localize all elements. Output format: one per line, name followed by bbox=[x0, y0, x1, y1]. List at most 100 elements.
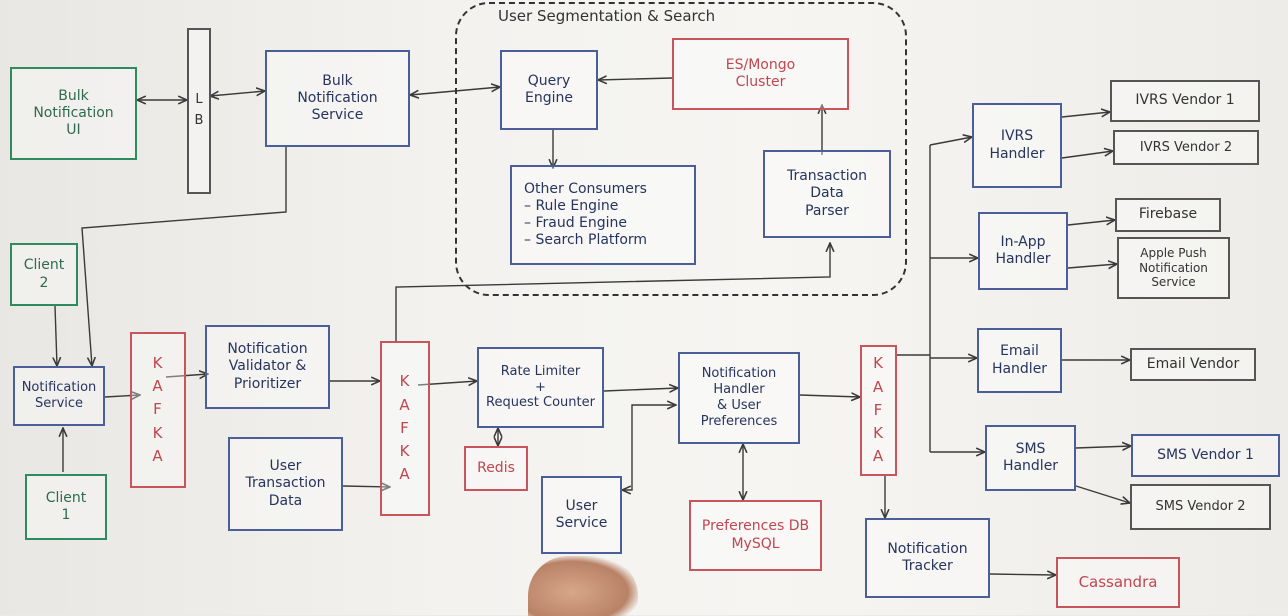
node-label-line: User bbox=[269, 458, 302, 475]
node-label-line: A bbox=[872, 447, 885, 466]
node-label-line: Rate Limiter bbox=[500, 363, 581, 379]
node-label-line: & User bbox=[717, 398, 761, 413]
edge-kafka1-validator bbox=[165, 374, 208, 377]
node-label-line: L bbox=[195, 92, 203, 108]
user-segmentation-group bbox=[455, 2, 907, 296]
node-label-line: Notification bbox=[297, 89, 378, 106]
node-label-line: 2 bbox=[39, 274, 49, 291]
firebase-box: Firebase bbox=[1115, 198, 1221, 232]
node-label-line: A bbox=[152, 377, 164, 396]
node-label-line: IVRS Vendor 2 bbox=[1139, 139, 1233, 155]
edge-bulkservice-notifservice bbox=[81, 147, 287, 366]
ivrs-vendor-1-box: IVRS Vendor 1 bbox=[1110, 80, 1260, 122]
node-label-line: Request Counter bbox=[486, 395, 595, 411]
node-label-line: Data bbox=[810, 185, 844, 202]
edge-lb-bulkservice bbox=[210, 91, 265, 96]
other-consumers-box: Other Consumers– Rule Engine– Fraud Engi… bbox=[510, 165, 696, 265]
node-label-line: Apple Push bbox=[1140, 246, 1207, 261]
node-label-line: Validator & bbox=[228, 358, 307, 375]
node-label-line: K bbox=[152, 353, 164, 372]
edge-bus-ivrs bbox=[929, 137, 972, 146]
node-label-line: F bbox=[153, 400, 163, 419]
node-label-line: Firebase bbox=[1138, 206, 1198, 223]
node-label-line: UI bbox=[66, 122, 81, 139]
node-label-line: A bbox=[152, 446, 164, 465]
node-label-line: Handler bbox=[995, 251, 1051, 267]
group-title: User Segmentation & Search bbox=[498, 7, 716, 25]
node-label-line: F bbox=[873, 400, 884, 419]
ivrs-vendor-2-box: IVRS Vendor 2 bbox=[1113, 130, 1259, 165]
node-label-line: Engine bbox=[525, 90, 573, 106]
node-label-line: Query bbox=[527, 72, 571, 89]
node-label-line: Data bbox=[268, 492, 303, 509]
node-label-line: A bbox=[399, 395, 411, 414]
node-label-line: B bbox=[194, 113, 204, 128]
edge-userservice-handler bbox=[622, 405, 676, 490]
edge-sms-v2 bbox=[1075, 485, 1130, 503]
node-label-line: Notification bbox=[21, 380, 97, 396]
sms-vendor-2-box: SMS Vendor 2 bbox=[1130, 484, 1271, 530]
edge-es-query bbox=[598, 78, 673, 80]
node-label-line: User bbox=[565, 497, 598, 514]
node-label-line: Handler bbox=[991, 360, 1048, 377]
node-label-line: Email bbox=[1000, 343, 1039, 360]
node-label-line: Notification bbox=[33, 104, 114, 121]
node-label-line: Service bbox=[34, 396, 84, 411]
edge-usertxn-kafka2 bbox=[342, 486, 390, 487]
edge-client2-notifservice bbox=[55, 305, 57, 366]
node-label-line: Bulk bbox=[322, 72, 353, 89]
edge-inapp-apns bbox=[1067, 264, 1117, 268]
node-label-line: Cluster bbox=[735, 74, 786, 90]
node-label-line: SMS Vendor 2 bbox=[1155, 499, 1246, 515]
node-label-line: + bbox=[535, 379, 546, 395]
node-label-line: Handler bbox=[1002, 458, 1059, 474]
node-label-line: SMS bbox=[1015, 440, 1046, 457]
node-label-line: Service bbox=[555, 515, 608, 531]
node-label-line: Handler bbox=[713, 382, 765, 398]
node-label-line: Service bbox=[1151, 275, 1196, 290]
node-label-line: IVRS Vendor 1 bbox=[1135, 92, 1235, 109]
node-label-line: 1 bbox=[61, 507, 71, 523]
edge-handler-kafka3 bbox=[799, 395, 860, 397]
node-label-line: Parser bbox=[805, 202, 849, 219]
edge-kafka2-ratelimiter bbox=[417, 381, 477, 385]
node-label-line: – Rule Engine bbox=[524, 197, 619, 214]
node-label-line: – Fraud Engine bbox=[524, 215, 628, 231]
node-label-line: MySQL bbox=[731, 535, 780, 552]
node-label-line: Redis bbox=[477, 459, 515, 476]
node-label-line: Notification bbox=[1139, 260, 1208, 275]
node-label-line: Preferences DB bbox=[701, 518, 810, 535]
node-label-line: K bbox=[873, 354, 884, 373]
node-label-line: In-App bbox=[1000, 233, 1046, 250]
node-label-line: Notification bbox=[227, 341, 308, 358]
edge-ivrs-v1 bbox=[1061, 112, 1110, 118]
node-label-line: Prioritizer bbox=[233, 375, 302, 392]
redis-box: Redis bbox=[464, 446, 528, 491]
edge-ivrs-v2 bbox=[1061, 151, 1113, 159]
node-label-line: Preferences bbox=[700, 413, 778, 429]
node-label-line: – Search Platform bbox=[524, 232, 648, 249]
node-label-line: Notification bbox=[887, 540, 968, 557]
node-label-line: K bbox=[399, 442, 411, 461]
node-label-line: Service bbox=[311, 107, 364, 124]
email-vendor-box: Email Vendor bbox=[1130, 348, 1256, 381]
node-label-line: Tracker bbox=[902, 558, 953, 574]
node-label-line: Transaction bbox=[245, 475, 326, 492]
